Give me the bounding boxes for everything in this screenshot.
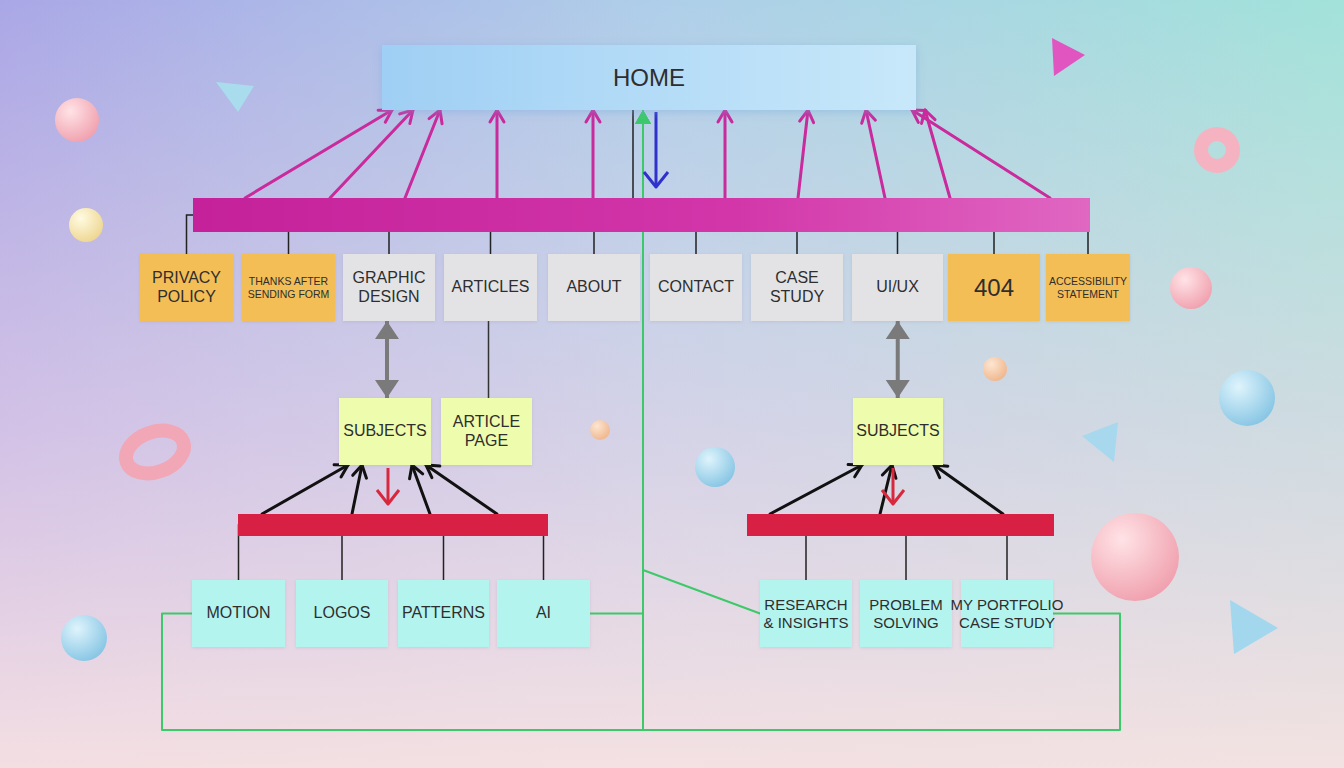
down-arrow [655, 112, 658, 186]
hub-band [238, 514, 548, 536]
node-label: MOTION [207, 604, 271, 622]
deco-pyramid [1082, 422, 1118, 462]
hub-band [193, 198, 1090, 232]
page-box: GRAPHIC DESIGN [343, 254, 435, 321]
link-connector [387, 321, 388, 398]
node-label: PROBLEM SOLVING [862, 596, 950, 631]
subject-box: MOTION [192, 580, 285, 647]
node-label: PRIVACY POLICY [142, 269, 231, 306]
subjects-box: SUBJECTS [339, 398, 431, 465]
subjects-box: SUBJECTS [853, 398, 943, 465]
link-connector [491, 110, 498, 254]
down-arrow-head [644, 172, 668, 187]
deco-sphere [1170, 267, 1212, 309]
node-label: GRAPHIC DESIGN [345, 269, 433, 306]
connector-line [385, 321, 389, 398]
down-arrow [892, 468, 895, 503]
link-connector [389, 110, 440, 254]
link-connector [590, 110, 643, 614]
node-label: ACCESSIBILITY STATEMENT [1048, 275, 1128, 299]
node-label: AI [536, 604, 551, 622]
node-label: ARTICLES [452, 278, 530, 296]
deco-cone [1230, 600, 1278, 654]
page-box: ARTICLES [444, 254, 537, 321]
link-connector [696, 110, 725, 254]
connector-line [643, 110, 760, 614]
link-connector [897, 321, 898, 398]
down-arrow [387, 468, 390, 503]
node-label: SUBJECTS [343, 422, 427, 440]
connector-line [896, 321, 900, 398]
down-arrow-head [377, 490, 399, 504]
divider-line [632, 110, 634, 198]
node-label: CASE STUDY [753, 269, 841, 306]
down-arrow-head [882, 490, 904, 504]
subject-box: RESEARCH & INSIGHTS [760, 580, 852, 647]
node-label: CONTACT [658, 278, 734, 296]
link-connector [593, 110, 594, 254]
deco-torus [120, 423, 190, 481]
page-box: CONTACT [650, 254, 742, 321]
link-connector [187, 110, 393, 254]
subject-box: MY PORTFOLIO CASE STUDY [961, 580, 1053, 647]
home-box: HOME [382, 45, 916, 110]
node-label: ARTICLE PAGE [443, 413, 530, 450]
deco-sphere [61, 615, 107, 661]
deco-pyramid [1052, 38, 1085, 76]
subject-box: PATTERNS [398, 580, 489, 647]
subject-box: PROBLEM SOLVING [860, 580, 952, 647]
page-box: ABOUT [548, 254, 640, 321]
page-box: UI/UX [852, 254, 943, 321]
node-label: UI/UX [876, 278, 919, 296]
connector-line [488, 321, 490, 398]
link-connector [866, 110, 898, 254]
node-label: HOME [613, 64, 685, 92]
node-label: PATTERNS [402, 604, 485, 622]
page-box: CASE STUDY [751, 254, 843, 321]
deco-sphere [983, 357, 1007, 381]
deco-sphere [590, 420, 610, 440]
node-label: THANKS AFTER SENDING FORM [244, 275, 333, 299]
deco-pyramid [216, 82, 254, 112]
node-label: 404 [974, 274, 1014, 302]
node-label: ABOUT [566, 278, 621, 296]
link-connector [289, 110, 414, 254]
node-label: RESEARCH & INSIGHTS [762, 596, 850, 631]
deco-sphere [69, 208, 103, 242]
subject-box: AI [497, 580, 590, 647]
article-page-box: ARTICLE PAGE [441, 398, 532, 465]
hub-band [747, 514, 1054, 536]
deco-sphere [55, 98, 99, 142]
utility-page-box: THANKS AFTER SENDING FORM [242, 254, 335, 321]
link-connector [643, 110, 760, 614]
link-connector [488, 321, 489, 398]
edge-group [162, 110, 1120, 730]
link-connector [912, 110, 1088, 254]
node-label: MY PORTFOLIO CASE STUDY [948, 596, 1066, 631]
link-connector [925, 110, 994, 254]
deco-sphere [695, 447, 735, 487]
deco-sphere [1091, 513, 1179, 601]
utility-page-box: 404 [948, 254, 1040, 321]
subject-box: LOGOS [296, 580, 388, 647]
node-label: SUBJECTS [856, 422, 940, 440]
utility-page-box: ACCESSIBILITY STATEMENT [1046, 254, 1130, 321]
connector-line [590, 110, 643, 614]
node-label: LOGOS [314, 604, 371, 622]
deco-torus [1201, 134, 1233, 166]
utility-page-box: PRIVACY POLICY [140, 254, 233, 321]
deco-sphere [1219, 370, 1275, 426]
link-connector [797, 110, 808, 254]
